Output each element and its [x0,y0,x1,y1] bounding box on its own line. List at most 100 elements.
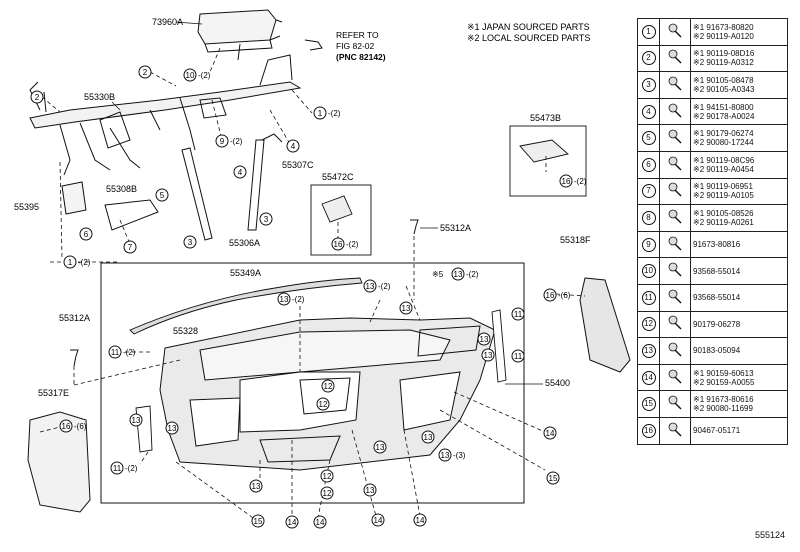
row-number: 2 [637,44,660,73]
row-number: 12 [637,310,660,339]
callout-11-c: 11 [511,349,525,363]
svg-text:10: 10 [186,71,195,80]
row-number: 13 [637,337,660,365]
svg-text:-(2): -(2) [378,282,391,291]
svg-text:12: 12 [323,472,332,481]
svg-text:1: 1 [68,258,73,267]
callout-15-a: 15 [546,471,560,485]
row-number: 15 [637,390,660,418]
svg-text:-(6): -(6) [74,422,87,431]
svg-text:-(6): -(6) [558,291,571,300]
svg-text:1: 1 [318,109,323,118]
svg-text:-(2): -(2) [78,258,91,267]
part-number: ※1 90119-08C96 [693,155,755,165]
fastener-icon [659,337,691,365]
svg-text:13: 13 [132,416,141,425]
callout-11-d: 11-(2) [110,461,138,475]
callout-12-a: 12 [321,379,335,393]
label-55308B: 55308B [106,184,137,194]
part-numbers: ※1 90119-06951※2 90119-A0105 [690,177,788,206]
row-number-circle: 2 [641,51,656,66]
part-number: ※2 90178-A0024 [693,111,755,121]
svg-text:3: 3 [264,215,269,224]
cover-55473B [519,139,569,163]
callout-13-e: 13 [481,348,495,362]
note-local-sourced: ※2 LOCAL SOURCED PARTS [467,33,590,43]
left-brackets [61,181,159,231]
fastener-icon [659,150,691,179]
row-number: 7 [637,177,660,206]
side-panel-55318F [579,277,631,373]
fastener-icon [659,310,691,339]
callout-14-a: 14 [543,426,557,440]
part-numbers: 90467-05171 [690,416,788,445]
label-55312A-left: 55312A [59,313,90,323]
callout-13-k: 13 [363,483,377,497]
callout-14-d: 14 [371,513,385,527]
callout-10: 10-(2) [183,68,211,82]
svg-text:16: 16 [546,291,555,300]
row-number-circle: 13 [641,343,656,358]
row-number: 6 [637,150,660,179]
reinforcement-beam [29,54,302,176]
part-number: 90179-06278 [693,319,741,329]
part-numbers: 91673-80816 [690,230,788,259]
screw-55312A-top [410,219,419,235]
svg-text:14: 14 [316,518,325,527]
parts-table-row: 5※1 90179-06274※2 90080-17244 [637,124,788,152]
refer-note-line3: (PNC 82142) [336,52,386,62]
cover-55472C [321,195,353,223]
svg-text:11: 11 [514,352,523,361]
svg-text:6: 6 [84,230,89,239]
part-numbers: 93568-55014 [690,283,788,312]
svg-text:7: 7 [128,243,133,252]
row-number-circle: 4 [641,104,656,119]
callout-13-i: 13-(3) [438,448,466,462]
label-55318F: 55318F [560,235,591,245]
parts-table-row: 2 ※1 90119-08D16※2 90119-A0312 [637,44,788,73]
callout-7: 7 [123,240,137,254]
svg-text:13: 13 [376,443,385,452]
callout-2-a: 2 [138,65,152,79]
row-number-circle: 5 [641,131,656,146]
fastener-icon [659,71,691,99]
label-55472C: 55472C [322,172,354,182]
svg-text:16: 16 [562,177,571,186]
refer-bracket [304,39,323,51]
svg-text:-(2): -(2) [466,270,479,279]
row-number-circle: 12 [641,317,656,332]
callout-9: 9-(2) [215,134,243,148]
svg-text:※5: ※5 [432,270,444,279]
svg-text:13: 13 [480,335,489,344]
fastener-icon [659,124,691,152]
part-numbers: ※1 90119-08D16※2 90119-A0312 [690,44,788,73]
part-numbers: 93568-55014 [690,257,788,285]
part-number: ※2 90159-A0055 [693,377,755,387]
part-number: ※2 90119-A0261 [693,217,754,227]
callout-15-b: 15 [251,514,265,528]
figure-id: 555124 [755,530,786,540]
part-numbers: ※1 90119-08C96※2 90119-A0454 [690,150,788,179]
part-numbers: ※1 91673-80820※2 90119-A0120 [690,18,788,46]
callout-4-b: 4 [233,165,247,179]
part-number: ※2 90080-17244 [693,138,754,148]
side-panel-55317E [27,411,91,513]
part-number: 90183-05094 [693,346,741,356]
fastener-icon [659,230,691,259]
svg-text:16: 16 [62,422,71,431]
fastener-icon [659,390,691,418]
svg-text:13: 13 [454,270,463,279]
row-number: 4 [637,97,660,126]
label-55349A: 55349A [230,268,261,278]
callout-13-c: 13 [399,301,413,315]
fastener-icon [659,283,691,312]
row-number-circle: 10 [641,264,656,279]
part-number: ※1 94151-80800 [693,102,754,112]
fastener-icon [659,416,691,445]
label-55473B: 55473B [530,113,561,123]
svg-text:-(3): -(3) [453,451,466,460]
row-number-circle: 6 [641,157,656,172]
